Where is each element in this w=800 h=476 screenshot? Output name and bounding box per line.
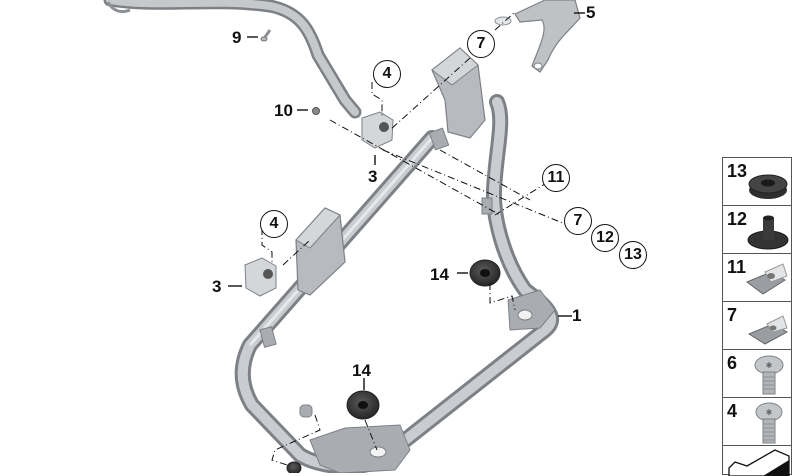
leader-lines bbox=[228, 12, 585, 390]
callout-label: 1 bbox=[572, 306, 582, 325]
callout-label: 14 bbox=[430, 265, 449, 284]
legend-item-number: 4 bbox=[727, 401, 738, 421]
legend-item-bushing[interactable]: 12 bbox=[722, 205, 792, 253]
callout-label: 5 bbox=[586, 3, 596, 22]
callout-circle: 7 bbox=[467, 30, 495, 58]
legend-item-speed-nut[interactable]: 7 bbox=[722, 301, 792, 349]
callout-label: 9 bbox=[232, 28, 242, 47]
grommet-part-14-bottom bbox=[346, 390, 380, 420]
grommet-part-14-right bbox=[469, 259, 501, 287]
legend-item-screw-4[interactable]: 4 ✱ bbox=[722, 397, 792, 445]
legend-item-bracket[interactable] bbox=[722, 445, 792, 476]
flat-bracket-icon bbox=[728, 449, 790, 476]
svg-text:✱: ✱ bbox=[766, 408, 773, 417]
upper-handle-tube bbox=[103, 0, 362, 119]
legend-item-number: 7 bbox=[727, 305, 738, 325]
callout-label: 3 bbox=[212, 277, 222, 296]
legend-item-number: 6 bbox=[727, 353, 738, 373]
callout-label: 14 bbox=[352, 361, 371, 380]
callout-circle: 11 bbox=[542, 164, 570, 192]
legend-item-number: 13 bbox=[727, 161, 748, 181]
screw-part-9 bbox=[260, 29, 272, 42]
legend-item-grommet[interactable]: 13 bbox=[722, 157, 792, 205]
upper-mounting-plate bbox=[431, 47, 486, 139]
lower-mounting-plate bbox=[295, 207, 346, 296]
legend-item-screw-6[interactable]: 6 ✱ bbox=[722, 349, 792, 397]
parts-legend: 13 12 11 7 6 ✱ bbox=[722, 157, 792, 476]
clip-part-3-lower bbox=[244, 257, 277, 297]
main-frame-part-1 bbox=[234, 94, 559, 473]
screw-part-10 bbox=[312, 107, 320, 115]
callout-label: 10 bbox=[274, 101, 293, 120]
speed-nut-icon bbox=[747, 315, 789, 345]
legend-item-clip-nut[interactable]: 11 bbox=[722, 253, 792, 301]
bushing-icon bbox=[747, 215, 789, 250]
callout-label: 3 bbox=[368, 167, 378, 186]
legend-item-number: 12 bbox=[727, 209, 748, 229]
callout-circle: 4 bbox=[373, 60, 401, 88]
torx-screw-icon: ✱ bbox=[755, 402, 783, 444]
callout-circle: 4 bbox=[260, 210, 288, 238]
torx-screw-icon: ✱ bbox=[754, 355, 784, 395]
assembly-lines bbox=[261, 11, 576, 467]
callout-circle: 13 bbox=[619, 241, 647, 269]
callout-circle: 12 bbox=[591, 224, 619, 252]
small-grommet-bottom bbox=[286, 461, 302, 473]
clip-part-3-upper bbox=[361, 111, 394, 149]
bracket-part-5 bbox=[494, 0, 581, 73]
legend-item-number: 11 bbox=[727, 257, 747, 277]
grommet-icon bbox=[748, 174, 788, 199]
callout-circle: 7 bbox=[564, 207, 592, 235]
clip-nut-icon bbox=[746, 263, 788, 295]
svg-text:✱: ✱ bbox=[766, 361, 773, 370]
